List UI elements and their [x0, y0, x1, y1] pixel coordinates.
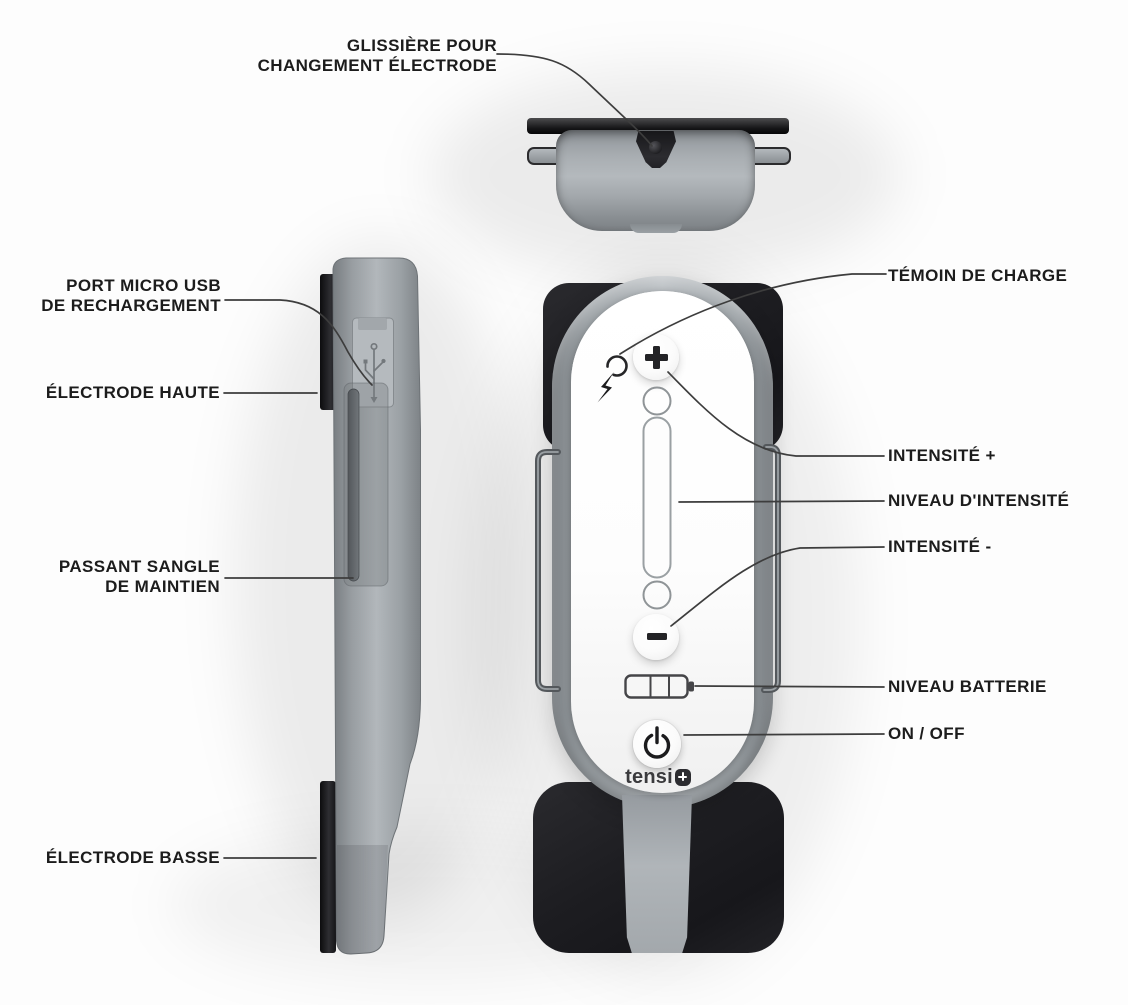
leader-intensite-plus	[667, 371, 885, 457]
strap-loop-left-highlight	[537, 451, 559, 690]
callout-line: CHANGEMENT ÉLECTRODE	[257, 56, 497, 75]
callout-glissiere: GLISSIÈRE POUR CHANGEMENT ÉLECTRODE	[258, 36, 497, 76]
callout-usb: PORT MICRO USB DE RECHARGEMENT	[41, 276, 221, 316]
leader-glissiere	[496, 53, 653, 147]
plus-badge-icon	[674, 768, 691, 786]
top-view-bottom-tab	[630, 224, 682, 233]
callout-electrode-basse: ÉLECTRODE BASSE	[46, 848, 220, 868]
callout-line: INTENSITÉ -	[888, 537, 992, 556]
strap-bar	[347, 388, 360, 582]
callout-niveau-batterie: NIVEAU BATTERIE	[888, 677, 1047, 697]
callout-line: ÉLECTRODE HAUTE	[45, 383, 220, 402]
callout-line: INTENSITÉ +	[888, 446, 996, 465]
usb-trident-icon	[363, 342, 386, 403]
callout-on-off: ON / OFF	[888, 724, 965, 744]
callout-line: PORT MICRO USB	[66, 276, 221, 295]
callout-line: DE RECHARGEMENT	[41, 296, 221, 315]
lightning-bolt-icon	[597, 372, 614, 403]
leader-usb	[224, 299, 373, 386]
callout-line: DE MAINTIEN	[105, 577, 220, 596]
strap-loop-right-highlight	[763, 446, 779, 691]
intensity-level-track	[642, 416, 672, 579]
leader-niveau-intensite	[678, 500, 885, 503]
callout-line: TÉMOIN DE CHARGE	[888, 266, 1068, 285]
callout-line: ON / OFF	[888, 724, 965, 743]
power-icon	[643, 726, 671, 759]
lightning-charge-icon	[606, 355, 628, 377]
side-view-electrode-bottom	[320, 781, 336, 953]
side-view-lower-tab-shade	[336, 845, 388, 955]
minus-icon	[647, 633, 667, 640]
leader-niveau-batterie	[694, 685, 885, 688]
plus-icon	[645, 346, 668, 369]
battery-level-icon	[624, 674, 694, 699]
callout-line: GLISSIÈRE POUR	[346, 36, 497, 55]
leader-on-off	[683, 733, 885, 736]
usb-port-notch	[358, 318, 387, 330]
callout-line: NIVEAU BATTERIE	[888, 677, 1047, 696]
callout-electrode-haute: ÉLECTRODE HAUTE	[46, 383, 220, 403]
callout-intensite-plus: INTENSITÉ +	[888, 446, 996, 466]
callout-niveau-intensite: NIVEAU D'INTENSITÉ	[888, 491, 1069, 511]
slider-bottom-circle	[642, 580, 672, 610]
brand-logo: tensi	[615, 765, 701, 789]
callout-line: PASSANT SANGLE	[58, 557, 220, 576]
electrode-slider-pin	[649, 141, 662, 154]
leader-intensite-moins	[670, 546, 885, 627]
callout-line: NIVEAU D'INTENSITÉ	[888, 491, 1070, 510]
front-view-bottom-tab	[622, 795, 692, 953]
callout-passant: PASSANT SANGLE DE MAINTIEN	[59, 557, 220, 597]
callout-temoin: TÉMOIN DE CHARGE	[888, 266, 1067, 286]
leader-temoin	[619, 273, 887, 355]
callout-intensite-moins: INTENSITÉ -	[888, 537, 992, 557]
brand-name: tensi	[625, 766, 673, 788]
callout-line: ÉLECTRODE BASSE	[45, 848, 220, 867]
slider-top-circle	[642, 386, 672, 416]
